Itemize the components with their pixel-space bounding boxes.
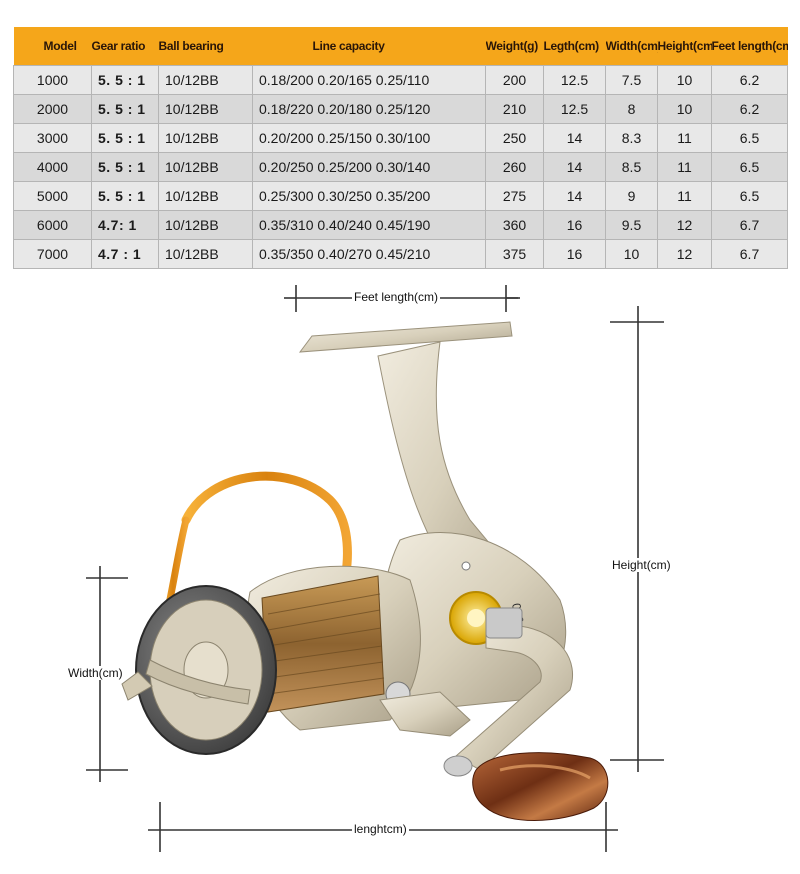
table-row: 2000 5. 5 : 1 10/12BB 0.18/220 0.20/180 … (13, 94, 788, 124)
cell-length: 14 (543, 152, 606, 182)
cell-feet-length: 6.2 (711, 65, 788, 95)
cell-line-capacity: 0.18/220 0.20/180 0.25/120 (252, 94, 486, 124)
feet-length-label: Feet length(cm) (352, 290, 441, 304)
cell-weight: 375 (485, 239, 544, 269)
cell-line-capacity: 0.20/250 0.25/200 0.30/140 (252, 152, 486, 182)
cell-ball-bearing: 10/12BB (158, 239, 253, 269)
header-gear-ratio: Gear ratio (91, 27, 159, 66)
cell-height: 11 (657, 152, 712, 182)
cell-line-capacity: 0.25/300 0.30/250 0.35/200 (252, 181, 486, 211)
height-dimension (610, 306, 664, 772)
cell-model: 5000 (13, 181, 92, 211)
height-label: Height(cm) (610, 558, 673, 572)
cell-width: 8.3 (605, 123, 658, 153)
cell-height: 12 (657, 210, 712, 240)
cell-model: 1000 (13, 65, 92, 95)
cell-height: 11 (657, 181, 712, 211)
reel-illustration: 000 (86, 285, 664, 852)
table-row: 5000 5. 5 : 1 10/12BB 0.25/300 0.30/250 … (13, 181, 788, 211)
cell-ball-bearing: 10/12BB (158, 181, 253, 211)
cell-length: 14 (543, 123, 606, 153)
cell-width: 9.5 (605, 210, 658, 240)
cell-line-capacity: 0.18/200 0.20/165 0.25/110 (252, 65, 486, 95)
cell-length: 12.5 (543, 94, 606, 124)
header-line-capacity: Line capacity (252, 27, 486, 66)
cell-feet-length: 6.5 (711, 123, 788, 153)
header-ball-bearing: Ball bearing (158, 27, 253, 66)
length-label: lenghtcm) (352, 822, 409, 836)
cell-ball-bearing: 10/12BB (158, 152, 253, 182)
cell-gear-ratio: 5. 5 : 1 (91, 152, 159, 182)
cell-height: 10 (657, 65, 712, 95)
table-row: 1000 5. 5 : 1 10/12BB 0.18/200 0.20/165 … (13, 65, 788, 95)
header-width: Width(cm) (605, 27, 658, 66)
cell-feet-length: 6.2 (711, 94, 788, 124)
cell-length: 16 (543, 210, 606, 240)
line-roller (379, 681, 471, 737)
cell-gear-ratio: 5. 5 : 1 (91, 181, 159, 211)
reel-body: 000 (382, 532, 574, 771)
cell-gear-ratio: 5. 5 : 1 (91, 65, 159, 95)
cell-feet-length: 6.7 (711, 210, 788, 240)
cell-weight: 260 (485, 152, 544, 182)
cell-model: 3000 (13, 123, 92, 153)
cell-ball-bearing: 10/12BB (158, 210, 253, 240)
header-length: Legth(cm) (543, 27, 606, 66)
table-row: 4000 5. 5 : 1 10/12BB 0.20/250 0.25/200 … (13, 152, 788, 182)
cell-width: 7.5 (605, 65, 658, 95)
cell-weight: 360 (485, 210, 544, 240)
cell-ball-bearing: 10/12BB (158, 94, 253, 124)
cell-width: 8 (605, 94, 658, 124)
cell-weight: 275 (485, 181, 544, 211)
cell-height: 10 (657, 94, 712, 124)
cell-ball-bearing: 10/12BB (158, 123, 253, 153)
cell-weight: 250 (485, 123, 544, 153)
spool (121, 565, 421, 755)
cell-weight: 210 (485, 94, 544, 124)
header-weight: Weight(g) (485, 27, 544, 66)
cell-ball-bearing: 10/12BB (158, 65, 253, 95)
cell-length: 16 (543, 239, 606, 269)
cell-width: 9 (605, 181, 658, 211)
cell-length: 12.5 (543, 65, 606, 95)
cell-model: 7000 (13, 239, 92, 269)
table-row: 3000 5. 5 : 1 10/12BB 0.20/200 0.25/150 … (13, 123, 788, 153)
cell-feet-length: 6.7 (711, 239, 788, 269)
table-row: 7000 4.7 : 1 10/12BB 0.35/350 0.40/270 0… (13, 239, 788, 269)
cell-line-capacity: 0.35/350 0.40/270 0.45/210 (252, 239, 486, 269)
cell-feet-length: 6.5 (711, 152, 788, 182)
cell-line-capacity: 0.35/310 0.40/240 0.45/190 (252, 210, 486, 240)
cell-model: 4000 (13, 152, 92, 182)
cell-weight: 200 (485, 65, 544, 95)
cell-gear-ratio: 4.7: 1 (91, 210, 159, 240)
cell-width: 8.5 (605, 152, 658, 182)
header-height: Height(cm) (657, 27, 712, 66)
width-label: Width(cm) (66, 666, 125, 680)
cell-model: 6000 (13, 210, 92, 240)
cell-length: 14 (543, 181, 606, 211)
handle-knob (443, 752, 609, 821)
cell-gear-ratio: 4.7 : 1 (91, 239, 159, 269)
cell-height: 11 (657, 123, 712, 153)
cell-height: 12 (657, 239, 712, 269)
cell-feet-length: 6.5 (711, 181, 788, 211)
table-row: 6000 4.7: 1 10/12BB 0.35/310 0.40/240 0.… (13, 210, 788, 240)
cell-gear-ratio: 5. 5 : 1 (91, 123, 159, 153)
header-model: Model (13, 27, 92, 66)
cell-model: 2000 (13, 94, 92, 124)
header-feet-length: Feet length(cm) (711, 27, 788, 66)
cell-width: 10 (605, 239, 658, 269)
spec-table: Model Gear ratio Ball bearing Line capac… (13, 27, 788, 269)
spec-table-header: Model Gear ratio Ball bearing Line capac… (13, 27, 788, 66)
cell-gear-ratio: 5. 5 : 1 (91, 94, 159, 124)
cell-line-capacity: 0.20/200 0.25/150 0.30/100 (252, 123, 486, 153)
